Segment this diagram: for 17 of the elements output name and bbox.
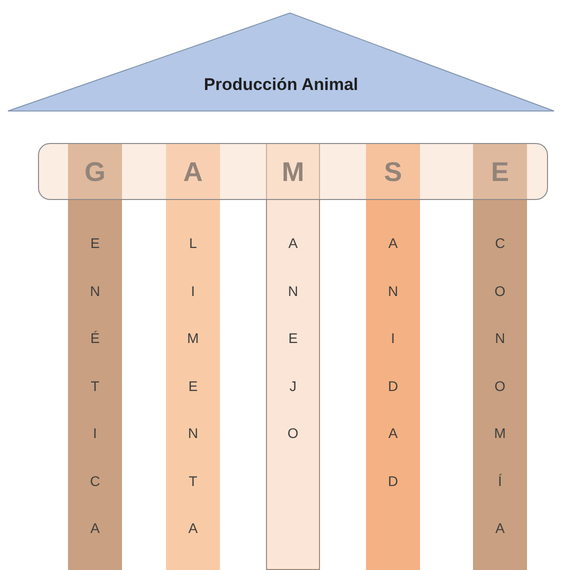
pillar — [68, 143, 122, 570]
pillar — [266, 143, 320, 570]
pillar-initial: S — [384, 156, 402, 189]
pillar-letters: A N I D A D — [386, 234, 400, 490]
pillar-letters: C O N O M Í A — [493, 234, 507, 538]
pillar-initial: A — [183, 156, 203, 189]
pillar-letters: L I M E N T A — [186, 234, 200, 538]
pillar-initial: E — [491, 156, 509, 189]
pillar-initial: G — [84, 156, 106, 189]
pillar — [166, 143, 220, 570]
pillar-letters: A N E J O — [286, 234, 300, 443]
pillar-initial: M — [282, 156, 304, 189]
pillar — [366, 143, 420, 570]
lintel-band — [38, 143, 548, 200]
pillar — [473, 143, 527, 570]
pillar-letters: E N É T I C A — [88, 234, 102, 538]
roof-title: Producción Animal — [204, 75, 358, 94]
